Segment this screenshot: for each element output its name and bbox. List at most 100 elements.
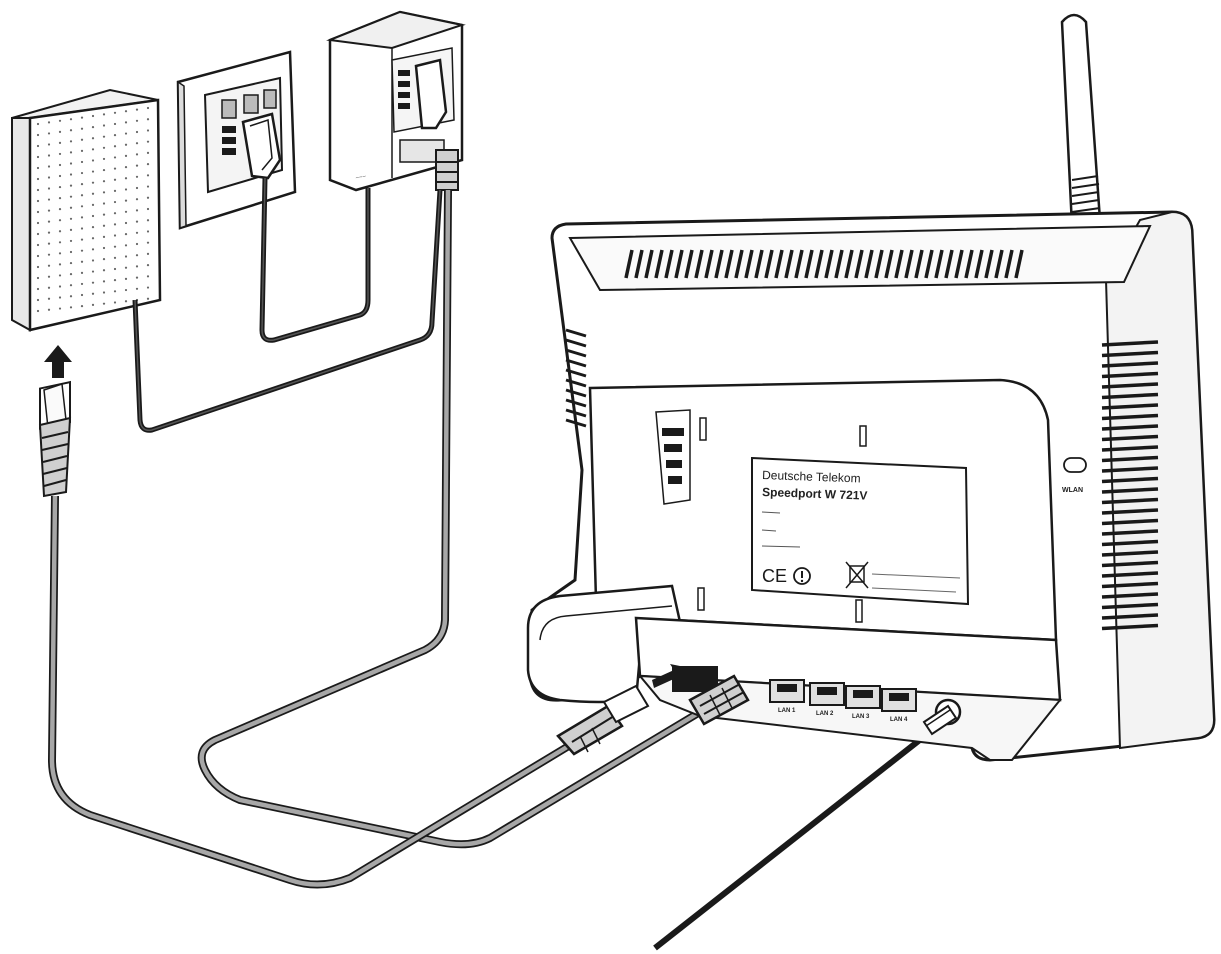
vent-slot — [944, 249, 954, 279]
vent-slot — [1014, 249, 1024, 279]
vent-slot — [974, 249, 984, 279]
vent-dot — [102, 291, 106, 294]
side-ventilation-slots — [1101, 340, 1159, 631]
vent-dot — [102, 235, 106, 238]
vent-dot — [146, 230, 150, 233]
vent-dot — [69, 306, 73, 309]
vent-slot — [824, 249, 834, 279]
lan-rj-plug — [556, 684, 650, 756]
vent-slot — [754, 249, 764, 279]
vent-slot — [684, 249, 694, 279]
vent-dot — [58, 197, 62, 200]
vent-dot — [47, 242, 51, 245]
vent-dot — [135, 153, 139, 156]
vent-dot — [69, 273, 73, 276]
vent-dot — [58, 307, 62, 310]
vent-dot — [80, 149, 84, 152]
vent-dot — [69, 284, 73, 287]
vent-dot — [102, 113, 106, 116]
vent-dot — [135, 287, 139, 290]
vent-slot — [1101, 571, 1159, 578]
vent-dot — [146, 129, 150, 132]
vent-dot — [135, 265, 139, 268]
vent-slot — [1101, 487, 1159, 494]
vent-dot — [80, 138, 84, 141]
vent-dot — [102, 124, 106, 127]
vent-dot — [69, 250, 73, 254]
vent-dot — [69, 261, 73, 265]
vent-slot — [734, 249, 744, 279]
vent-slot — [565, 408, 587, 418]
top-ventilation-slots — [624, 249, 1024, 279]
vent-dot — [102, 191, 106, 194]
vent-slot — [1101, 445, 1159, 452]
vent-dot — [80, 205, 84, 208]
vent-slot — [884, 249, 894, 279]
vent-slot — [764, 249, 774, 279]
vent-dot — [47, 275, 51, 278]
vent-slot — [1101, 613, 1159, 620]
vent-slot — [914, 249, 924, 279]
vent-dot — [69, 140, 73, 143]
vent-slot — [565, 398, 587, 408]
vent-slot — [864, 249, 874, 279]
vent-dot — [58, 274, 62, 277]
vent-dot — [80, 116, 84, 119]
vent-dot — [69, 162, 73, 165]
lan-port-2-label: LAN 2 — [816, 711, 834, 717]
lan-ports: LAN 1 LAN 2 LAN 3 LAN 4 — [769, 679, 917, 723]
vent-dot — [146, 140, 150, 143]
vent-slot — [1101, 392, 1159, 400]
vent-slot — [894, 249, 904, 279]
vent-dot — [91, 303, 95, 306]
vent-dot — [146, 151, 150, 154]
vent-dot — [135, 220, 139, 223]
vent-slot — [565, 358, 587, 368]
vent-dot — [36, 133, 40, 137]
vent-slot — [624, 249, 634, 279]
vent-dot — [47, 264, 51, 267]
vent-slot — [565, 388, 587, 398]
left-ventilation-slots — [565, 328, 587, 428]
vent-dot — [91, 170, 95, 173]
vent-dot — [69, 129, 73, 132]
vent-slot — [904, 249, 914, 279]
vent-dot — [113, 178, 117, 181]
vent-dot — [113, 267, 117, 271]
vent-slot — [814, 249, 824, 279]
vent-slot — [1101, 382, 1159, 389]
vent-dot — [91, 192, 95, 195]
vent-dot — [58, 163, 62, 167]
vent-slot — [854, 249, 864, 279]
vent-dot — [124, 177, 128, 180]
vent-dot — [58, 185, 62, 189]
vent-slot — [794, 249, 804, 279]
vent-dot — [91, 292, 95, 295]
vent-dot — [47, 231, 51, 234]
vent-dot — [47, 176, 51, 179]
vent-dot — [91, 148, 95, 151]
vent-dot — [113, 122, 117, 126]
vent-dot — [124, 143, 128, 146]
vent-dot — [102, 168, 106, 172]
vent-dot — [80, 282, 84, 286]
cables — [47, 177, 937, 951]
vent-dot — [58, 285, 62, 288]
vent-dot — [80, 216, 84, 219]
vent-dot — [102, 258, 106, 261]
vent-slot — [1101, 371, 1159, 379]
insert-arrow-icon — [652, 664, 690, 688]
tae-wall-socket — [176, 50, 297, 230]
vent-dot — [124, 233, 128, 236]
splitter-ventilation-dots — [36, 106, 150, 313]
vent-dot — [135, 108, 139, 111]
vent-dot — [36, 221, 40, 225]
vent-dot — [135, 276, 139, 279]
vent-slot — [1101, 529, 1159, 536]
vent-dot — [36, 298, 40, 302]
vent-dot — [124, 188, 128, 191]
vent-dot — [36, 287, 40, 291]
vent-slot — [1101, 508, 1159, 515]
vent-slot — [954, 249, 964, 279]
vent-dot — [91, 126, 95, 129]
